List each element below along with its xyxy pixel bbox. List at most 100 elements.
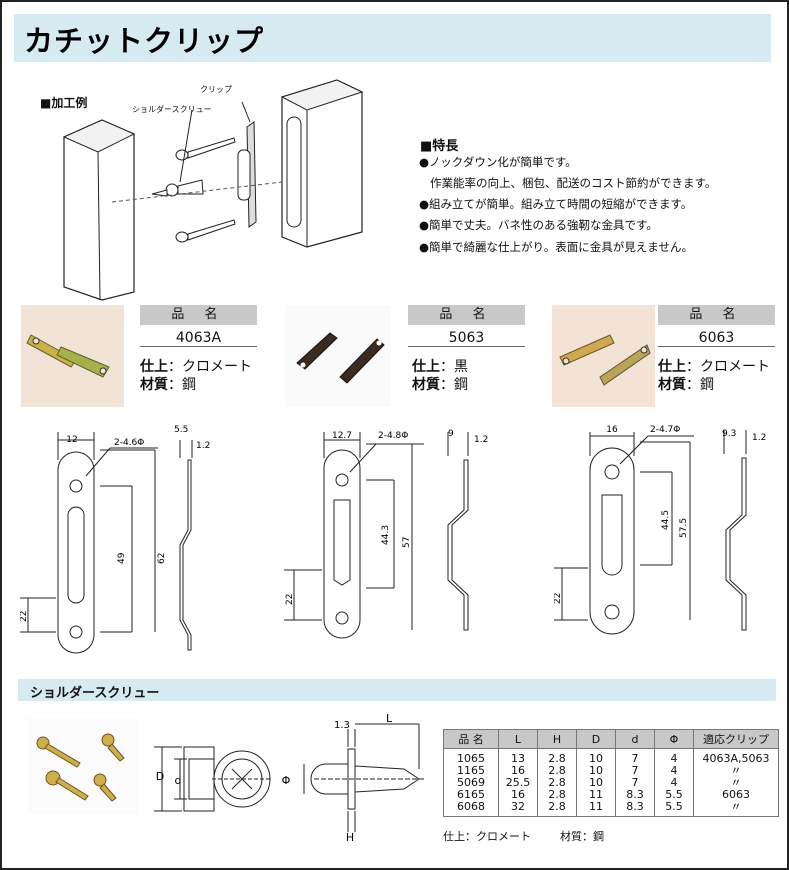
- table-cell: 4: [654, 748, 694, 765]
- screw-spec-table: 品 名 L H D d Φ 適応クリップ 1065 13 2.8 10 7 4 …: [443, 729, 779, 817]
- note-material-label: 材質: [560, 830, 582, 843]
- table-row: 1065 13 2.8 10 7 4 4063A,5063: [443, 748, 779, 765]
- table-row: 5069 25.5 2.8 10 7 4 〃: [443, 777, 779, 789]
- feature-item: ●ノックダウン化が簡単です。: [419, 155, 577, 169]
- table-cell: 10: [576, 765, 616, 777]
- page-title: カチットクリップ: [24, 24, 265, 58]
- dim-plate: 1.2: [474, 435, 488, 445]
- table-header: 適応クリップ: [693, 729, 779, 749]
- table-header-row: 品 名 L H D d Φ 適応クリップ: [443, 729, 779, 749]
- dim-width: 12: [66, 435, 77, 445]
- note-finish-label: 仕上: [443, 830, 465, 843]
- dim-plate: 1.2: [196, 441, 210, 451]
- drawing-5063: 12.7 2-4.8Φ 9 1.2 44.3 57 22: [284, 429, 488, 639]
- dim-L: L: [386, 714, 393, 725]
- table-cell: 7: [615, 748, 655, 765]
- dim-width: 12.7: [332, 431, 352, 441]
- table-cell: 32: [498, 801, 538, 817]
- drawing-4063a: 12 2-4.6Φ 5.5 1.2 49 62 22: [20, 425, 210, 654]
- product-code: 5063: [408, 330, 525, 347]
- table-row: 6068 32 2.8 11 8.3 5.5 〃: [443, 801, 779, 817]
- dim-hole: 2-4.7Φ: [650, 425, 680, 435]
- product-finish: 仕上：クロメート: [140, 359, 252, 375]
- table-cell: 11: [576, 789, 616, 801]
- table-cell: 5.5: [654, 801, 694, 817]
- table-cell: 2.8: [537, 777, 577, 789]
- table-cell: 8.3: [615, 801, 655, 817]
- dim-width: 16: [606, 425, 618, 435]
- table-header: L: [498, 729, 538, 749]
- section-bar: ショルダースクリュー: [18, 679, 776, 701]
- table-cell: 4063A,5063: [693, 748, 779, 765]
- table-cell: 6063: [693, 789, 779, 801]
- table-header: D: [576, 729, 616, 749]
- table-cell: 2.8: [537, 765, 577, 777]
- dim-bottom: 22: [554, 593, 563, 604]
- spec-note: 仕上：クロメート 材質：鋼: [443, 830, 604, 843]
- note-finish: クロメート: [476, 830, 531, 843]
- dim-l2: 57: [402, 537, 412, 548]
- dim-hole: 2-4.6Φ: [114, 438, 144, 448]
- dim-hole: 2-4.8Φ: [378, 431, 408, 441]
- table-cell: 10: [576, 748, 616, 765]
- table-header: H: [537, 729, 577, 749]
- dim-bottom: 22: [20, 611, 29, 622]
- table-cell: 5069: [443, 777, 499, 789]
- table-cell: 13: [498, 748, 538, 765]
- dim-thickness: 9: [448, 429, 454, 439]
- table-header: Φ: [654, 729, 694, 749]
- table-cell: 6165: [443, 789, 499, 801]
- table-cell: 1065: [443, 748, 499, 765]
- dim-d: d: [175, 774, 182, 787]
- product-photo-4063a: [21, 305, 124, 407]
- title-bar: カチットクリップ: [14, 14, 771, 62]
- product-finish: 仕上：クロメート: [658, 359, 770, 375]
- dim-D: D: [156, 770, 164, 783]
- assembly-illustration: [62, 79, 364, 301]
- table-cell: 11: [576, 801, 616, 817]
- product-finish: 仕上：黒: [412, 359, 468, 375]
- table-cell: 10: [576, 777, 616, 789]
- section-title: ショルダースクリュー: [30, 686, 160, 701]
- feature-item: ●簡単で綺麗な仕上がり。表面に金具が見えません。: [419, 240, 693, 254]
- table-cell: 2.8: [537, 748, 577, 765]
- dim-l1: 44.3: [381, 525, 391, 545]
- product-material: 材質：鋼: [658, 377, 714, 393]
- example-heading: ■加工例: [40, 96, 88, 110]
- table-row: 1165 16 2.8 10 7 4 〃: [443, 765, 779, 777]
- dim-l1: 44.5: [661, 510, 671, 530]
- note-material: 鋼: [593, 830, 604, 843]
- product-photo-6063: [552, 305, 655, 407]
- dim-t: 1.3: [334, 720, 350, 731]
- table-cell: 〃: [693, 765, 779, 777]
- product-head: 品 名: [140, 305, 257, 325]
- dim-thickness: 5.5: [174, 425, 188, 435]
- dim-l2: 57.5: [679, 518, 689, 538]
- product-head: 品 名: [408, 305, 525, 325]
- label-shoulder-screw: ショルダースクリュー: [132, 105, 212, 114]
- product-material: 材質：鋼: [140, 377, 196, 393]
- screw-photo: [28, 718, 138, 814]
- features-heading: ■特長: [420, 139, 459, 154]
- table-cell: 8.3: [615, 789, 655, 801]
- product-photo-5063: [285, 305, 391, 407]
- dim-l2: 62: [157, 553, 167, 564]
- table-cell: 25.5: [498, 777, 538, 789]
- feature-item: ●簡単で丈夫。バネ性のある強靭な金具です。: [419, 218, 658, 232]
- screw-drawing: D d Φ 1.3 L H: [154, 714, 426, 844]
- dim-plate: 1.2: [752, 433, 766, 443]
- label-clip: クリップ: [200, 85, 232, 94]
- feature-item: 作業能率の向上、梱包、配送のコスト節約ができます。: [430, 176, 717, 190]
- table-header: 品 名: [443, 729, 499, 749]
- table-cell: 〃: [693, 801, 779, 817]
- dim-phi: Φ: [282, 774, 291, 787]
- drawing-6063: 16 2-4.7Φ 9.3 1.2 44.5 57.5 22: [554, 425, 766, 635]
- table-cell: 5.5: [654, 789, 694, 801]
- dim-bottom: 22: [285, 594, 295, 605]
- table-cell: 6068: [443, 801, 499, 817]
- table-header: d: [615, 729, 655, 749]
- dim-l1: 49: [117, 552, 127, 564]
- dim-thickness: 9.3: [722, 429, 736, 439]
- product-material: 材質：鋼: [412, 377, 468, 393]
